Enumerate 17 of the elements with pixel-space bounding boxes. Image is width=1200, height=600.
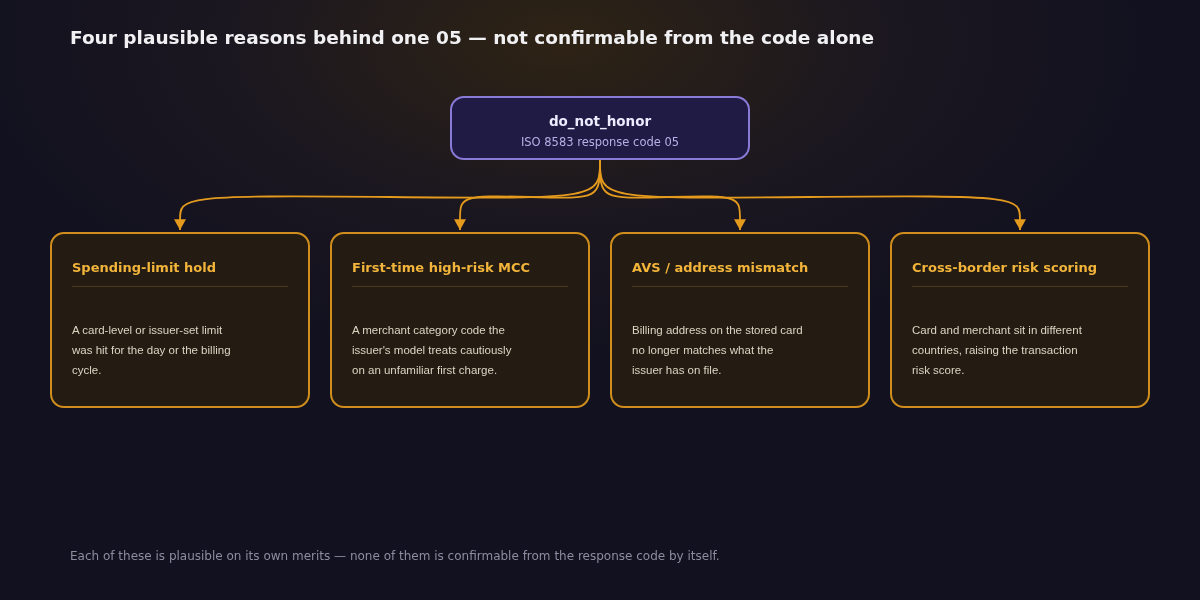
card-description: Card and merchant sit in different countries, raising the transaction risk score. (912, 323, 1083, 378)
reason-card (890, 232, 1150, 408)
card-description: A merchant category code the issuer's model treats cautiously on an unfamiliar first charge. (352, 323, 513, 378)
card-description: A card-level or issuer-set limit was hit for the day or the billing cycle. (72, 323, 232, 378)
footnote: Each of these is plausible on its own merits — none of them is confirmable from the response code by itself. (70, 549, 720, 563)
reason-card (330, 232, 590, 408)
card-heading: Spending-limit hold (72, 260, 217, 275)
code-name: do_not_honor (547, 113, 653, 129)
card-heading: AVS / address mismatch (632, 260, 809, 275)
reason-card (610, 232, 870, 408)
card-heading: Cross-border risk scoring (912, 260, 1098, 275)
card-heading: First-time high-risk MCC (352, 260, 531, 275)
reason-card (50, 232, 310, 408)
card-description: Billing address on the stored card no longer matches what the issuer has on file. (632, 323, 804, 378)
code-description: ISO 8583 response code 05 (519, 135, 681, 149)
response-code-box (450, 96, 750, 160)
diagram-title: Four plausible reasons behind one 05 — not confirmable from the code alone (70, 27, 875, 48)
